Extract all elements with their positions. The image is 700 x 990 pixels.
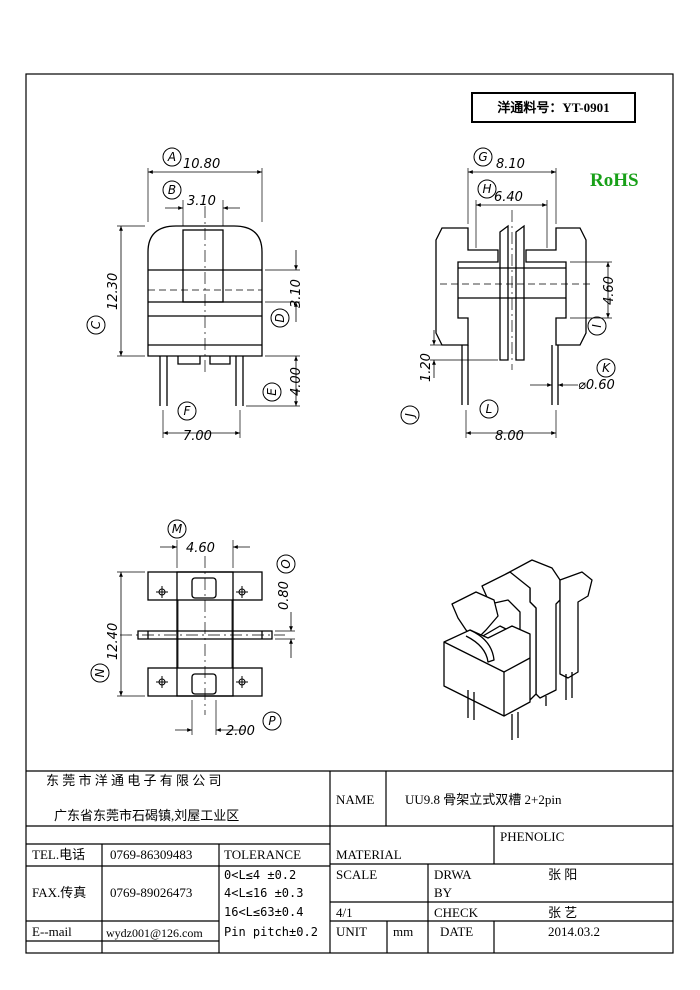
svg-text:A: A: [167, 150, 176, 164]
dim-d-value: 3.10: [289, 279, 304, 308]
rohs-mark: RoHS: [590, 170, 639, 191]
name-label: NAME: [336, 792, 375, 807]
dim-p-value: 2.00: [226, 724, 255, 739]
dim-g-value: 8.10: [496, 157, 525, 172]
balloon-e: E: [262, 382, 282, 402]
dim-m-value: 4.60: [186, 541, 215, 556]
scale-label: SCALE: [336, 867, 378, 882]
by-label: BY: [434, 885, 453, 900]
balloon-m: M: [167, 519, 187, 539]
svg-text:L: L: [486, 402, 493, 416]
tolerance-row-3: 16<L≤63±0.4: [224, 905, 304, 919]
svg-text:C: C: [89, 320, 103, 329]
dim-o-value: 0.80: [277, 581, 292, 610]
drwa-label: DRWA: [434, 867, 472, 882]
tolerance-label: TOLERANCE: [224, 847, 302, 862]
balloon-h: H: [477, 179, 497, 199]
reference-balloons: A B C D E F G H I J K L M N O P: [86, 147, 616, 731]
bottom-view: [117, 540, 295, 735]
dim-a-value: 10.80: [183, 157, 220, 172]
part-number-box: 洋通料号：YT-0901: [471, 92, 636, 123]
name-value: UU9.8 骨架立式双槽 2+2pin: [405, 792, 562, 807]
fax-label: FAX.传真: [32, 885, 87, 900]
dim-k-value: ⌀0.60: [578, 378, 615, 393]
isometric-view: [443, 559, 593, 740]
balloon-n: N: [90, 663, 110, 683]
title-block-grid: [26, 770, 673, 953]
svg-text:H: H: [482, 182, 491, 196]
side-view: [430, 168, 612, 438]
dim-j-value: 1.20: [419, 353, 434, 382]
balloon-p: P: [262, 711, 282, 731]
balloon-c: C: [86, 315, 106, 335]
dimension-values: 10.80 3.10 12.30 3.10 4.00 7.00 8.10 6.4…: [106, 157, 617, 739]
balloon-b: B: [162, 180, 182, 200]
tolerance-row-4: Pin pitch±0.2: [224, 925, 318, 939]
checked-by-value: 张 艺: [548, 905, 578, 920]
date-value: 2014.03.2: [548, 924, 600, 939]
check-label: CHECK: [434, 905, 479, 920]
material-label: MATERIAL: [336, 847, 402, 862]
front-view: [117, 168, 300, 438]
balloon-o: O: [276, 554, 296, 574]
svg-text:N: N: [93, 668, 107, 677]
balloon-l: L: [479, 399, 499, 419]
svg-text:B: B: [168, 183, 176, 197]
dim-c-value: 12.30: [106, 273, 121, 310]
fax-value: 0769-89026473: [110, 885, 193, 900]
svg-text:K: K: [602, 361, 611, 375]
unit-label: UNIT: [336, 924, 368, 939]
balloon-j: J: [400, 405, 420, 425]
tolerance-row-1: 0<L≤4 ±0.2: [224, 868, 297, 882]
dim-n-value: 12.40: [106, 623, 121, 660]
unit-value: mm: [393, 924, 414, 939]
balloon-i: I: [587, 316, 607, 336]
dim-l-value: 8.00: [495, 429, 524, 444]
balloon-g: G: [473, 147, 493, 167]
tolerance-row-2: 4<L≤16 ±0.3: [224, 886, 304, 900]
svg-text:I: I: [590, 324, 604, 328]
svg-text:D: D: [273, 313, 287, 322]
dim-i-value: 4.60: [602, 276, 617, 305]
svg-text:G: G: [478, 150, 487, 164]
email-value: wydz001@126.com: [106, 926, 203, 940]
company-name: 东 莞 市 洋 通 电 子 有 限 公 司: [46, 773, 222, 788]
svg-text:M: M: [172, 522, 183, 536]
dim-f-value: 7.00: [183, 429, 212, 444]
drawing-frame: [25, 73, 674, 954]
svg-text:P: P: [268, 714, 276, 728]
balloon-d: D: [270, 308, 290, 328]
dim-h-value: 6.40: [494, 190, 523, 205]
material-value: PHENOLIC: [500, 829, 565, 844]
balloon-f: F: [177, 401, 197, 421]
dim-e-value: 4.00: [289, 367, 304, 396]
scale-value: 4/1: [336, 905, 353, 920]
date-label: DATE: [440, 924, 474, 939]
email-label: E--mail: [32, 924, 72, 939]
company-address: 广东省东莞市石碣镇,刘屋工业区: [54, 808, 240, 823]
tel-value: 0769-86309483: [110, 847, 193, 862]
svg-text:F: F: [184, 404, 192, 418]
svg-text:E: E: [265, 388, 279, 396]
balloon-a: A: [162, 147, 182, 167]
svg-text:J: J: [403, 413, 417, 419]
tel-label: TEL.电话: [32, 847, 86, 862]
dim-b-value: 3.10: [187, 194, 216, 209]
svg-text:O: O: [279, 559, 293, 568]
drawn-by-value: 张 阳: [548, 867, 578, 882]
balloon-k: K: [596, 358, 616, 378]
